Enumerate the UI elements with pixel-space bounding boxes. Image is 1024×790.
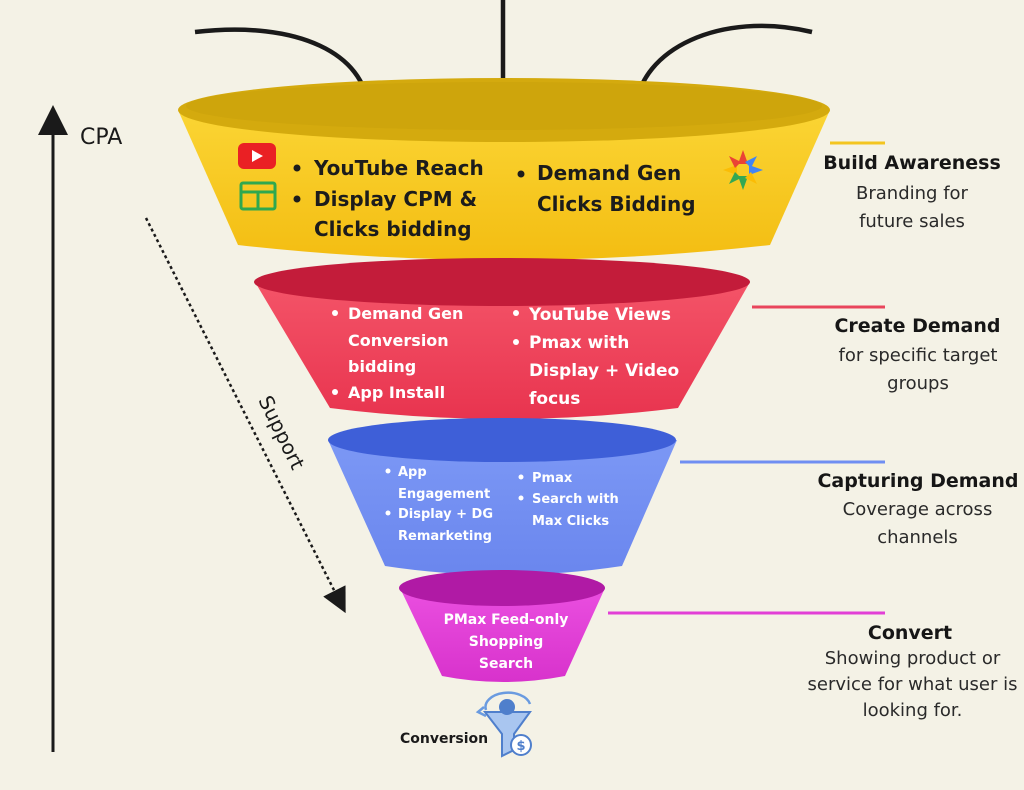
capturing-bullet: Display + DG bbox=[398, 507, 493, 522]
convert-line: PMax Feed-only bbox=[444, 612, 569, 628]
awareness-bullet: Display CPM & bbox=[314, 187, 477, 211]
funnel-stage-awareness bbox=[178, 78, 830, 260]
capturing-bullet-cont: Remarketing bbox=[398, 529, 492, 544]
demand-bullet-cont: bidding bbox=[348, 357, 416, 376]
stage-title-convert: Convert bbox=[867, 622, 953, 644]
awareness-bullet: YouTube Reach bbox=[313, 156, 484, 180]
funnel-stage-convert bbox=[399, 570, 605, 682]
demand-right-bullets: YouTube Views Pmax with Display + Video … bbox=[513, 305, 679, 409]
awareness-bullet-cont: Clicks bidding bbox=[314, 217, 472, 241]
demand-bullet-cont: Conversion bbox=[348, 331, 449, 350]
capturing-bullet: Pmax bbox=[532, 471, 573, 486]
demand-gen-icon bbox=[723, 150, 763, 190]
demand-bullet-cont: focus bbox=[529, 389, 580, 409]
capturing-right-bullets: Pmax Search with Max Clicks bbox=[518, 471, 619, 529]
capturing-bullet-cont: Max Clicks bbox=[532, 514, 609, 529]
support-label: Support bbox=[254, 392, 310, 474]
funnel-stage-demand bbox=[254, 258, 750, 419]
funnel-stage-capturing bbox=[328, 418, 677, 575]
awareness-bullet: Demand Gen bbox=[537, 161, 681, 185]
awareness-left-bullets: YouTube Reach Display CPM & Clicks biddi… bbox=[293, 156, 484, 241]
demand-bullet: Demand Gen bbox=[348, 304, 463, 323]
capturing-bullet: Search with bbox=[532, 492, 619, 507]
stage-desc-convert: Showing product or service for what user… bbox=[807, 648, 1018, 721]
demand-bullet: Pmax with bbox=[529, 333, 629, 353]
demand-left-bullets: Demand Gen Conversion bidding App Instal… bbox=[332, 304, 463, 402]
awareness-right-bullets: Demand Gen Clicks Bidding bbox=[517, 161, 696, 216]
capturing-bullet-cont: Engagement bbox=[398, 487, 490, 502]
stage-desc-awareness: Branding for future sales bbox=[856, 183, 968, 232]
youtube-icon bbox=[238, 143, 276, 169]
stage-desc-capturing: Coverage across channels bbox=[842, 499, 993, 548]
conversion-label: Conversion bbox=[400, 731, 488, 747]
capturing-bullet: App bbox=[398, 465, 427, 480]
cpa-label: CPA bbox=[80, 125, 122, 150]
awareness-bullet-cont: Clicks Bidding bbox=[537, 192, 696, 216]
stage-title-awareness: Build Awareness bbox=[823, 152, 1001, 174]
conversion-icon: $ bbox=[475, 691, 532, 758]
capturing-left-bullets: App Engagement Display + DG Remarketing bbox=[385, 465, 493, 544]
stage-desc-demand: for specific target groups bbox=[838, 345, 998, 394]
convert-line: Search bbox=[479, 656, 533, 672]
demand-bullet: YouTube Views bbox=[528, 305, 671, 325]
convert-line: Shopping bbox=[469, 634, 544, 650]
convert-lines: PMax Feed-only Shopping Search bbox=[444, 612, 569, 672]
demand-bullet-cont: Display + Video bbox=[529, 361, 679, 381]
stage-title-demand: Create Demand bbox=[834, 315, 1001, 337]
svg-text:$: $ bbox=[516, 739, 525, 754]
demand-bullet: App Install bbox=[348, 383, 445, 402]
stage-title-capturing: Capturing Demand bbox=[817, 470, 1019, 492]
display-icon bbox=[239, 181, 277, 211]
